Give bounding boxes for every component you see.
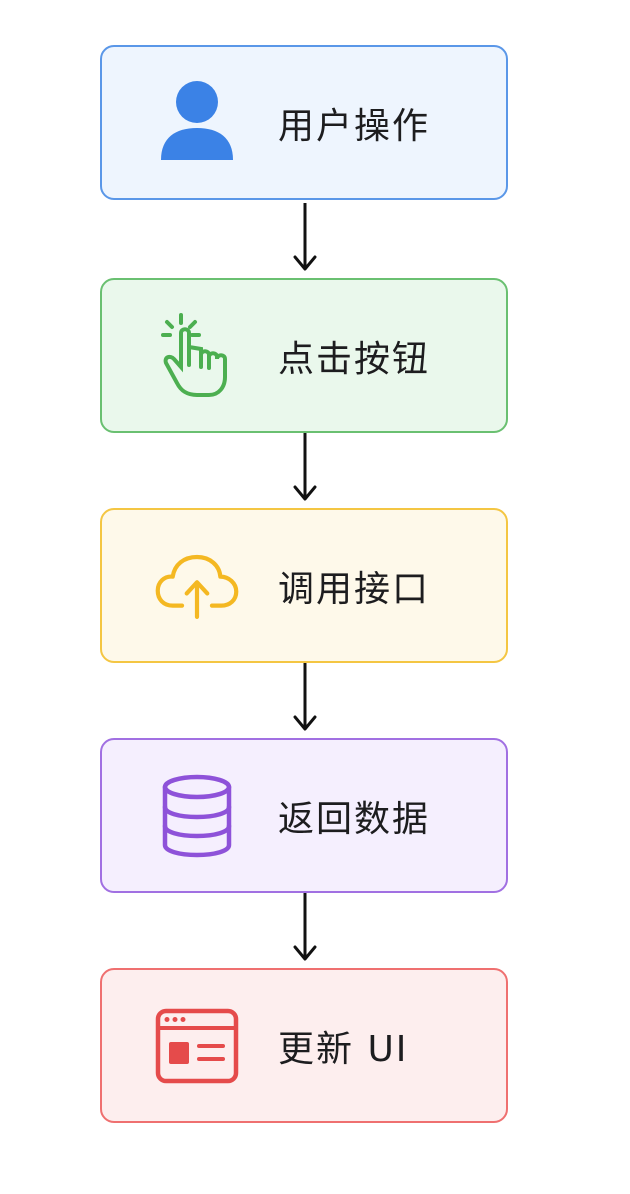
user-icon	[154, 80, 240, 166]
step-label-return-data: 返回数据	[278, 798, 431, 840]
arrow-3	[290, 663, 320, 733]
step-label-call-api: 调用接口	[278, 568, 431, 610]
step-user-action: 用户操作	[100, 45, 508, 200]
arrow-1	[290, 203, 320, 273]
browser-window-icon	[154, 1003, 240, 1089]
step-update-ui: 更新 UI	[100, 968, 508, 1123]
step-call-api: 调用接口	[100, 508, 508, 663]
step-click-button: 点击按钮	[100, 278, 508, 433]
cloud-upload-icon	[154, 543, 240, 629]
arrow-4	[290, 893, 320, 963]
database-icon	[154, 773, 240, 859]
step-return-data: 返回数据	[100, 738, 508, 893]
pointer-click-icon	[154, 312, 240, 399]
step-label-update-ui: 更新 UI	[278, 1028, 409, 1070]
step-label-user-action: 用户操作	[278, 105, 431, 147]
step-label-click-button: 点击按钮	[278, 338, 431, 380]
arrow-2	[290, 433, 320, 503]
